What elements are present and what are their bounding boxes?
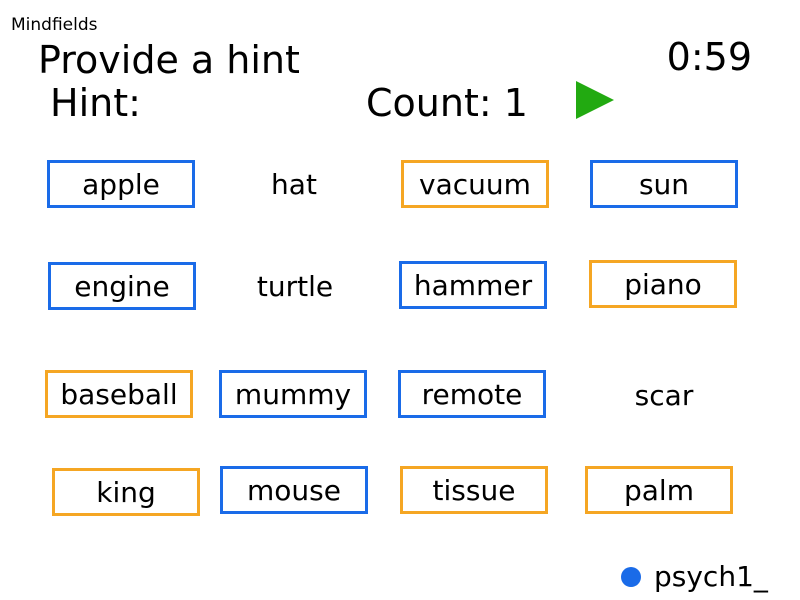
- word-card-piano[interactable]: piano: [589, 260, 737, 308]
- word-card-sun[interactable]: sun: [590, 160, 738, 208]
- word-card-tissue[interactable]: tissue: [400, 466, 548, 514]
- status-dot-icon: [621, 567, 641, 587]
- word-card-engine[interactable]: engine: [48, 262, 196, 310]
- hint-label: Hint:: [50, 81, 141, 125]
- word-card-king[interactable]: king: [52, 468, 200, 516]
- word-card-turtle[interactable]: turtle: [256, 269, 334, 303]
- count-label: Count:: [366, 81, 492, 125]
- word-card-hammer[interactable]: hammer: [399, 261, 547, 309]
- word-card-apple[interactable]: apple: [47, 160, 195, 208]
- play-button[interactable]: [575, 80, 615, 120]
- phase-prompt: Provide a hint: [38, 38, 300, 82]
- app-title: Mindfields: [11, 15, 98, 35]
- word-card-mummy[interactable]: mummy: [219, 370, 367, 418]
- count-value: 1: [503, 81, 528, 125]
- word-card-baseball[interactable]: baseball: [45, 370, 193, 418]
- word-card-scar[interactable]: scar: [634, 378, 694, 412]
- play-icon: [576, 81, 614, 119]
- player-indicator: psych1_: [621, 560, 768, 594]
- word-card-mouse[interactable]: mouse: [220, 466, 368, 514]
- player-name: psych1_: [654, 560, 768, 593]
- word-card-remote[interactable]: remote: [398, 370, 546, 418]
- word-card-palm[interactable]: palm: [585, 466, 733, 514]
- word-card-hat[interactable]: hat: [271, 167, 317, 201]
- hint-count[interactable]: Count: 1: [366, 80, 528, 126]
- countdown-timer: 0:59: [666, 35, 752, 79]
- word-card-vacuum[interactable]: vacuum: [401, 160, 549, 208]
